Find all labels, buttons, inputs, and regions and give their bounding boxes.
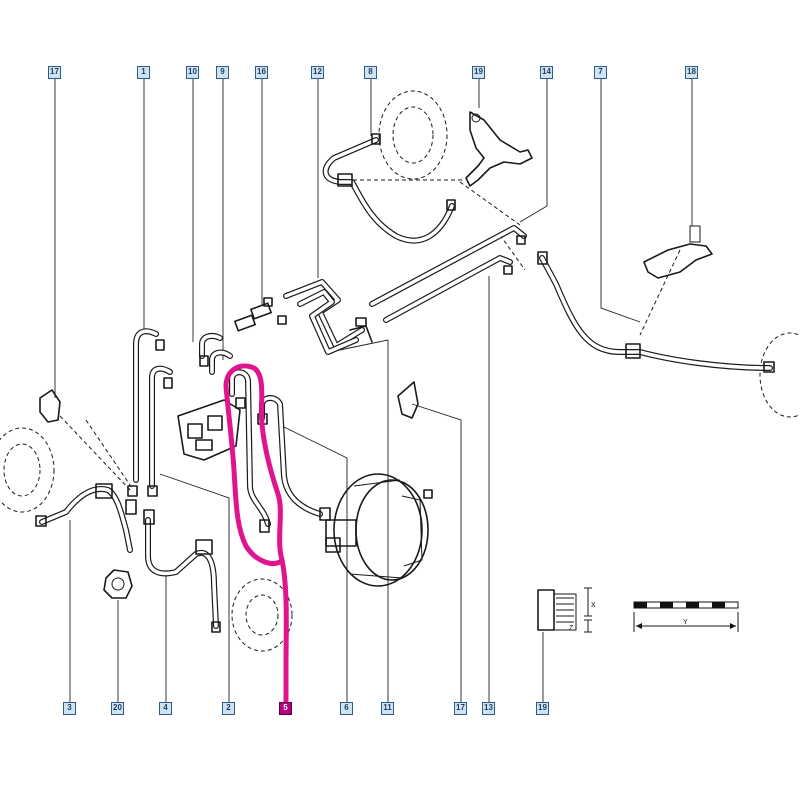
nut-20 (103, 569, 133, 599)
callout-4: 4 (159, 702, 172, 715)
callout-2: 2 (222, 702, 235, 715)
wheel-front-left (0, 427, 55, 513)
callout-17-top: 17 (48, 66, 61, 79)
callout-16: 16 (255, 66, 268, 79)
rear-hose-7 (537, 251, 775, 373)
dim-z-label: Z (569, 625, 574, 632)
wheel-front-right (231, 578, 293, 652)
callout-12: 12 (311, 66, 324, 79)
pipe-1 (133, 328, 165, 483)
callout-17-bottom: 17 (454, 702, 467, 715)
front-hose-4 (143, 509, 221, 633)
highlight-annotation (223, 363, 289, 707)
callout-3: 3 (63, 702, 76, 715)
unions-16 (234, 297, 287, 332)
callout-5-highlighted: 5 (279, 702, 292, 715)
assembly-dash-lines (59, 179, 681, 493)
callout-6: 6 (340, 702, 353, 715)
callout-9: 9 (216, 66, 229, 79)
callout-19-bottom: 19 (536, 702, 549, 715)
wheel-rear-left (759, 332, 800, 418)
dim-y-label: Y (683, 619, 688, 626)
callout-11: 11 (381, 702, 394, 715)
hydraulic-unit (177, 399, 241, 461)
bracket-18 (643, 225, 713, 279)
pipe-2 (127, 365, 173, 497)
front-hose-3 (35, 483, 137, 553)
callout-14: 14 (540, 66, 553, 79)
callout-20: 20 (111, 702, 124, 715)
callout-10: 10 (186, 66, 199, 79)
pipe-12 (283, 279, 365, 355)
leader-lines (54, 78, 693, 705)
detail-15: X Z (537, 587, 596, 633)
scale-bar: Y (633, 601, 739, 632)
brake-servo (325, 473, 433, 587)
pipe-6 (235, 395, 331, 521)
pipe-14 (355, 225, 527, 327)
callout-18: 18 (685, 66, 698, 79)
callout-13: 13 (482, 702, 495, 715)
pipe-10 (199, 333, 223, 367)
dim-x-label: X (591, 602, 596, 609)
callout-1: 1 (137, 66, 150, 79)
pipe-5 (229, 369, 271, 533)
bracket-19 (465, 111, 533, 187)
bracket-17-left (39, 389, 61, 423)
callout-8: 8 (364, 66, 377, 79)
wheel-rear-right (378, 90, 448, 180)
bracket-11 (349, 325, 419, 419)
pipe-9 (209, 349, 233, 375)
rear-hose-8 (322, 133, 456, 244)
callout-7: 7 (594, 66, 607, 79)
callout-19-top: 19 (472, 66, 485, 79)
